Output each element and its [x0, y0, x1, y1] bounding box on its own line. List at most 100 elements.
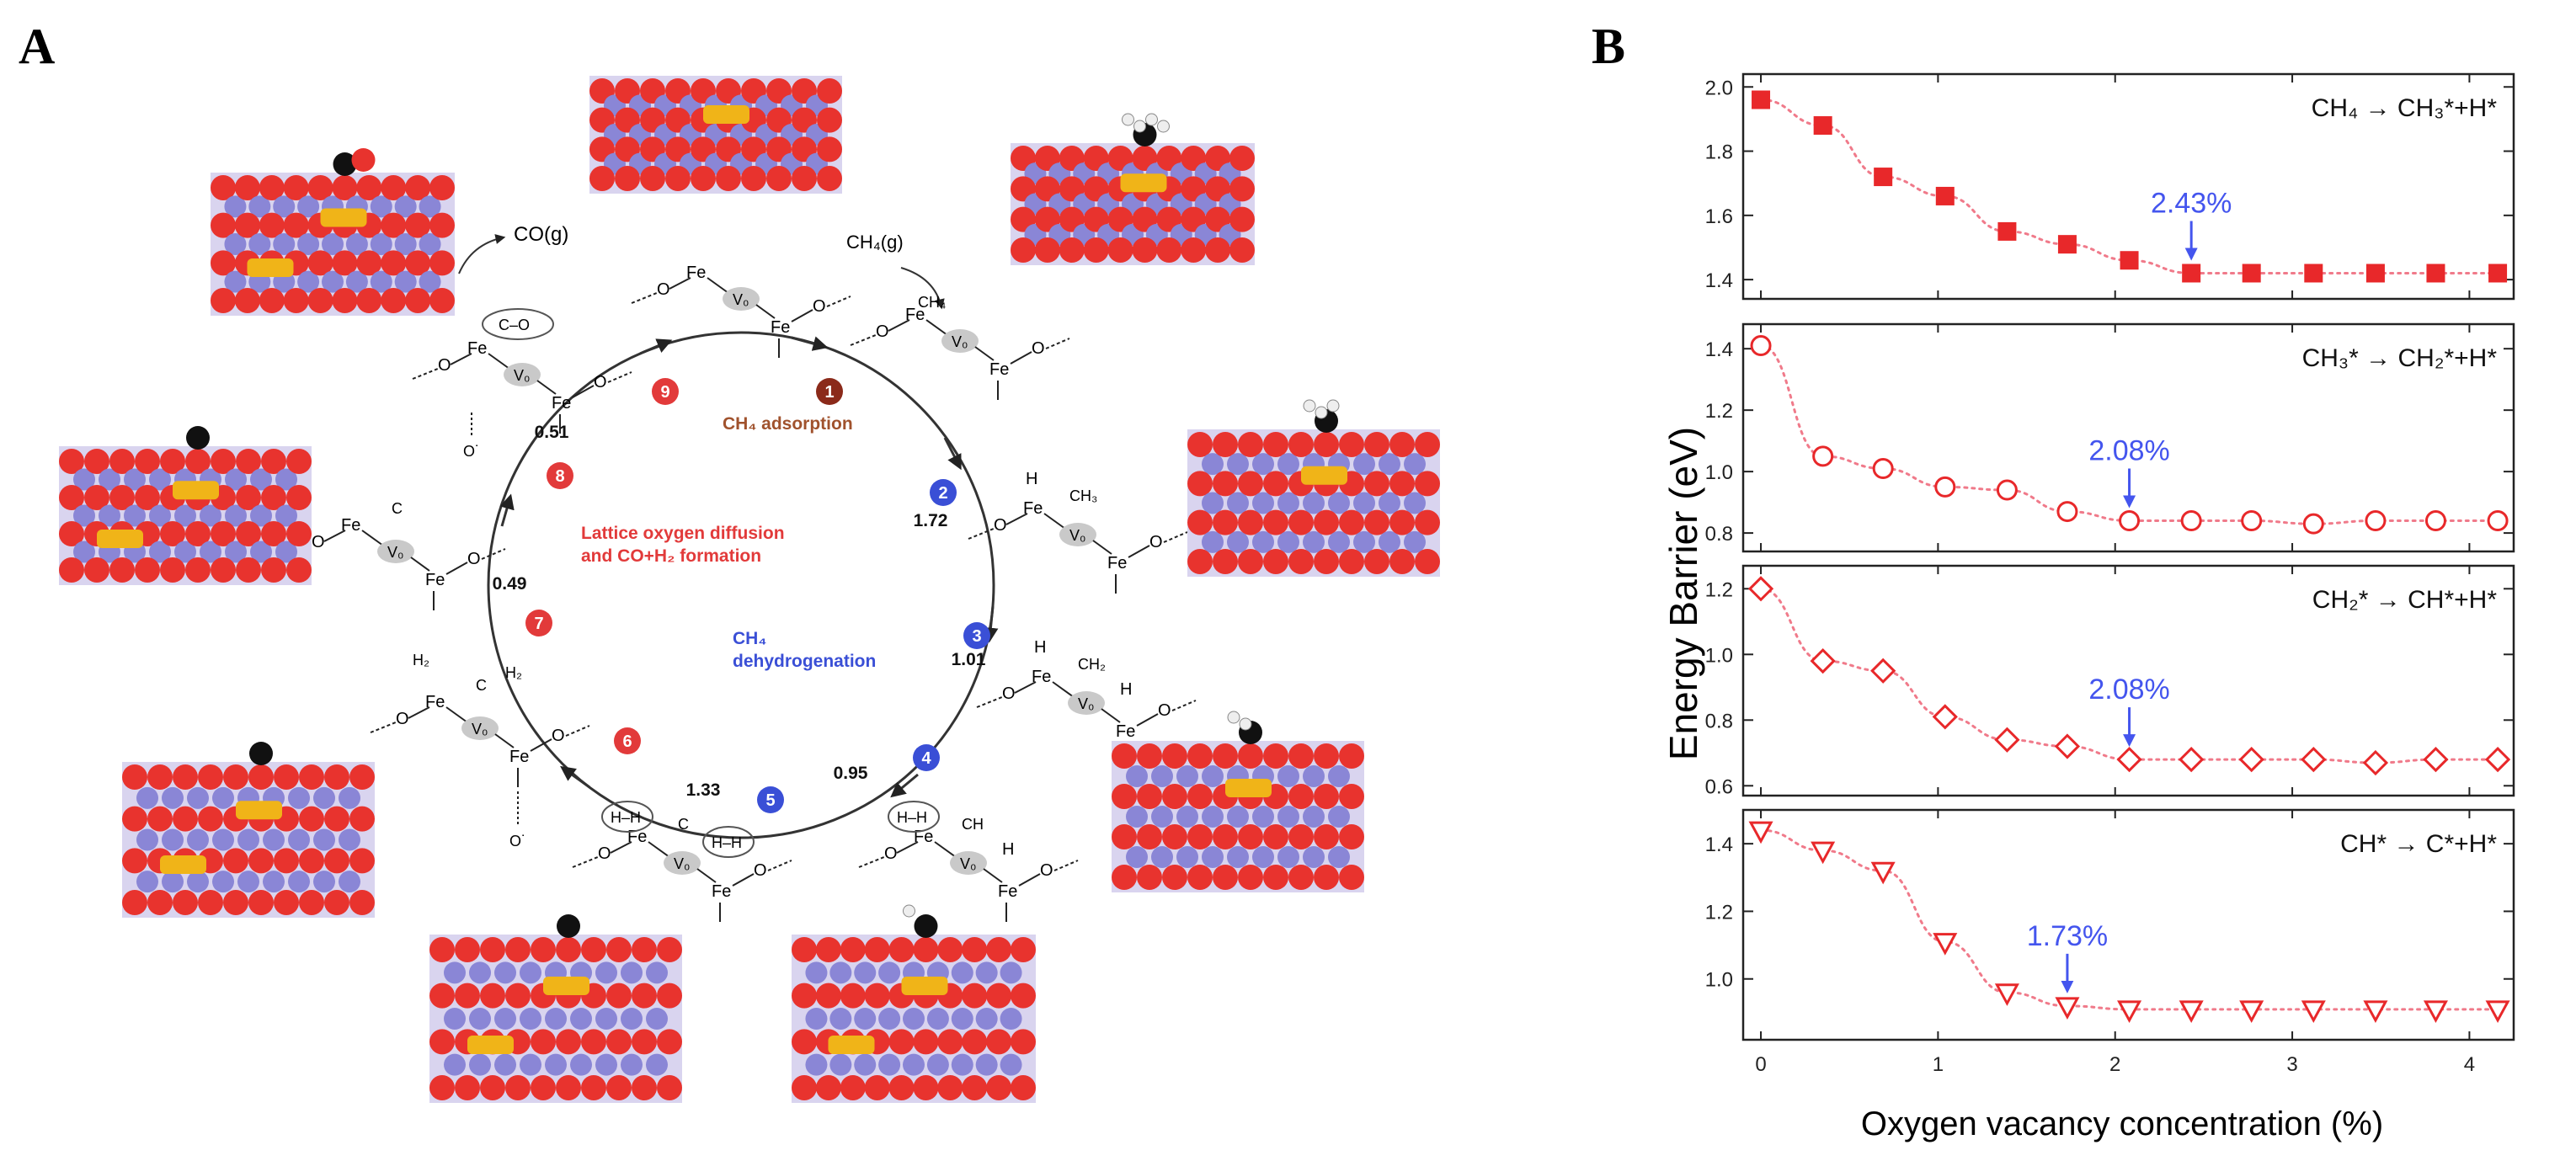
- reaction-left: CH₃*: [2302, 344, 2360, 372]
- annotation-label: 2.08%: [2088, 674, 2169, 706]
- iron-atom: [1379, 453, 1400, 476]
- oxygen-atom: [405, 175, 431, 200]
- oxygen-atom: [1011, 1075, 1036, 1100]
- iron-atom: [1328, 530, 1350, 553]
- oxygen-atom: [332, 175, 358, 200]
- oxygen-atom: [1263, 865, 1288, 890]
- iron-atom: [951, 961, 973, 984]
- oxygen-atom: [1263, 509, 1288, 535]
- iron-atom: [1126, 806, 1148, 828]
- oxygen-atom: [198, 890, 223, 915]
- species-c: C: [678, 816, 689, 833]
- species-c: C: [476, 677, 487, 694]
- species-ch: CH: [962, 816, 984, 833]
- data-point: [2365, 264, 2385, 283]
- species-ch2: CH₂: [1078, 656, 1106, 673]
- oxygen-atom: [937, 937, 963, 962]
- o-label: O: [1002, 684, 1016, 703]
- iron-atom: [394, 195, 417, 218]
- slab-model: [211, 148, 455, 316]
- iron-atom: [805, 1053, 828, 1076]
- vacancy-site: [1059, 523, 1096, 546]
- oxygen-atom: [349, 806, 375, 832]
- iron-atom: [275, 541, 297, 563]
- y-tick-label: 0.8: [1705, 523, 1733, 546]
- species-hh: H–H: [712, 834, 742, 851]
- data-point: [1874, 168, 1893, 187]
- data-point: [1994, 983, 2019, 1006]
- phase-diffusion-line1: Lattice oxygen diffusion: [581, 524, 785, 543]
- dashed-bond: [607, 371, 632, 383]
- bond: [648, 841, 670, 858]
- iron-atom: [187, 828, 209, 851]
- o-label: O: [754, 861, 767, 880]
- iron-atom: [419, 270, 441, 293]
- iron-atom: [1227, 530, 1249, 553]
- oxygen-atom: [307, 250, 333, 276]
- iron-atom: [1353, 453, 1375, 476]
- y-tick-label: 0.6: [1705, 775, 1733, 798]
- o-label: O: [994, 516, 1007, 535]
- oxygen-atom: [888, 937, 915, 962]
- iron-atom: [263, 828, 285, 851]
- data-point: [1870, 658, 1896, 684]
- oxygen-atom: [1112, 784, 1137, 809]
- bond: [488, 353, 510, 370]
- bond: [572, 385, 595, 398]
- iron-atom: [951, 1053, 973, 1076]
- vacancy-marker: [1225, 779, 1272, 797]
- oxygen-atom: [185, 521, 211, 546]
- oxygen-atom: [429, 983, 455, 1009]
- iron-atom: [322, 270, 344, 293]
- oxygen-atom: [505, 983, 531, 1009]
- iron-atom: [1277, 846, 1299, 868]
- oxygen-atom: [1162, 784, 1187, 809]
- oxygen-atom: [840, 983, 866, 1009]
- bond: [450, 353, 472, 365]
- vacancy-site: [504, 363, 541, 386]
- slab-model: [1112, 711, 1364, 892]
- step-badge-8: [547, 462, 573, 489]
- iron-atom: [570, 1053, 592, 1076]
- iron-atom: [370, 233, 392, 255]
- o-label: O: [1149, 533, 1163, 551]
- x-tick-label: 0: [1755, 1053, 1766, 1076]
- vacancy-site: [723, 287, 760, 311]
- iron-atom: [1277, 453, 1299, 476]
- bond: [974, 346, 995, 361]
- iron-atom: [854, 1008, 877, 1030]
- oxygen-atom: [429, 250, 455, 276]
- co-ring: [482, 308, 554, 340]
- oxygen-atom: [1137, 743, 1162, 769]
- y-tick-label: 1.2: [1705, 901, 1733, 924]
- oxygen-atom: [324, 890, 349, 915]
- oxygen-atom: [840, 1075, 866, 1100]
- oxygen-atom: [962, 1075, 988, 1100]
- reaction-left: CH₂*: [2312, 586, 2369, 614]
- oxygen-atom: [1213, 824, 1238, 849]
- oxygen-atom: [349, 764, 375, 790]
- step-number-7: 7: [534, 615, 543, 633]
- oxygen-atom: [1263, 743, 1288, 769]
- oxygen-atom: [480, 983, 505, 1009]
- slab-model: [59, 426, 312, 585]
- oxygen-atom: [480, 937, 505, 962]
- oxygen-atom: [59, 485, 84, 510]
- oxygen-atom: [1034, 237, 1060, 263]
- step-barrier-3: 1.01: [952, 650, 986, 669]
- oxygen-atom: [1213, 432, 1238, 457]
- slab-model: [1011, 113, 1255, 265]
- oxygen-atom: [455, 1075, 480, 1100]
- iron-atom: [73, 504, 95, 527]
- fe-label: Fe: [998, 882, 1017, 901]
- data-point: [1996, 479, 2018, 501]
- oxygen-atom: [1187, 824, 1213, 849]
- oxygen-atom: [356, 250, 382, 276]
- data-point: [1813, 116, 1832, 136]
- data-point: [2119, 510, 2141, 532]
- iron-atom: [1252, 492, 1274, 514]
- bond: [361, 530, 384, 546]
- iron-atom: [829, 1053, 852, 1076]
- oxygen-atom: [986, 1029, 1012, 1055]
